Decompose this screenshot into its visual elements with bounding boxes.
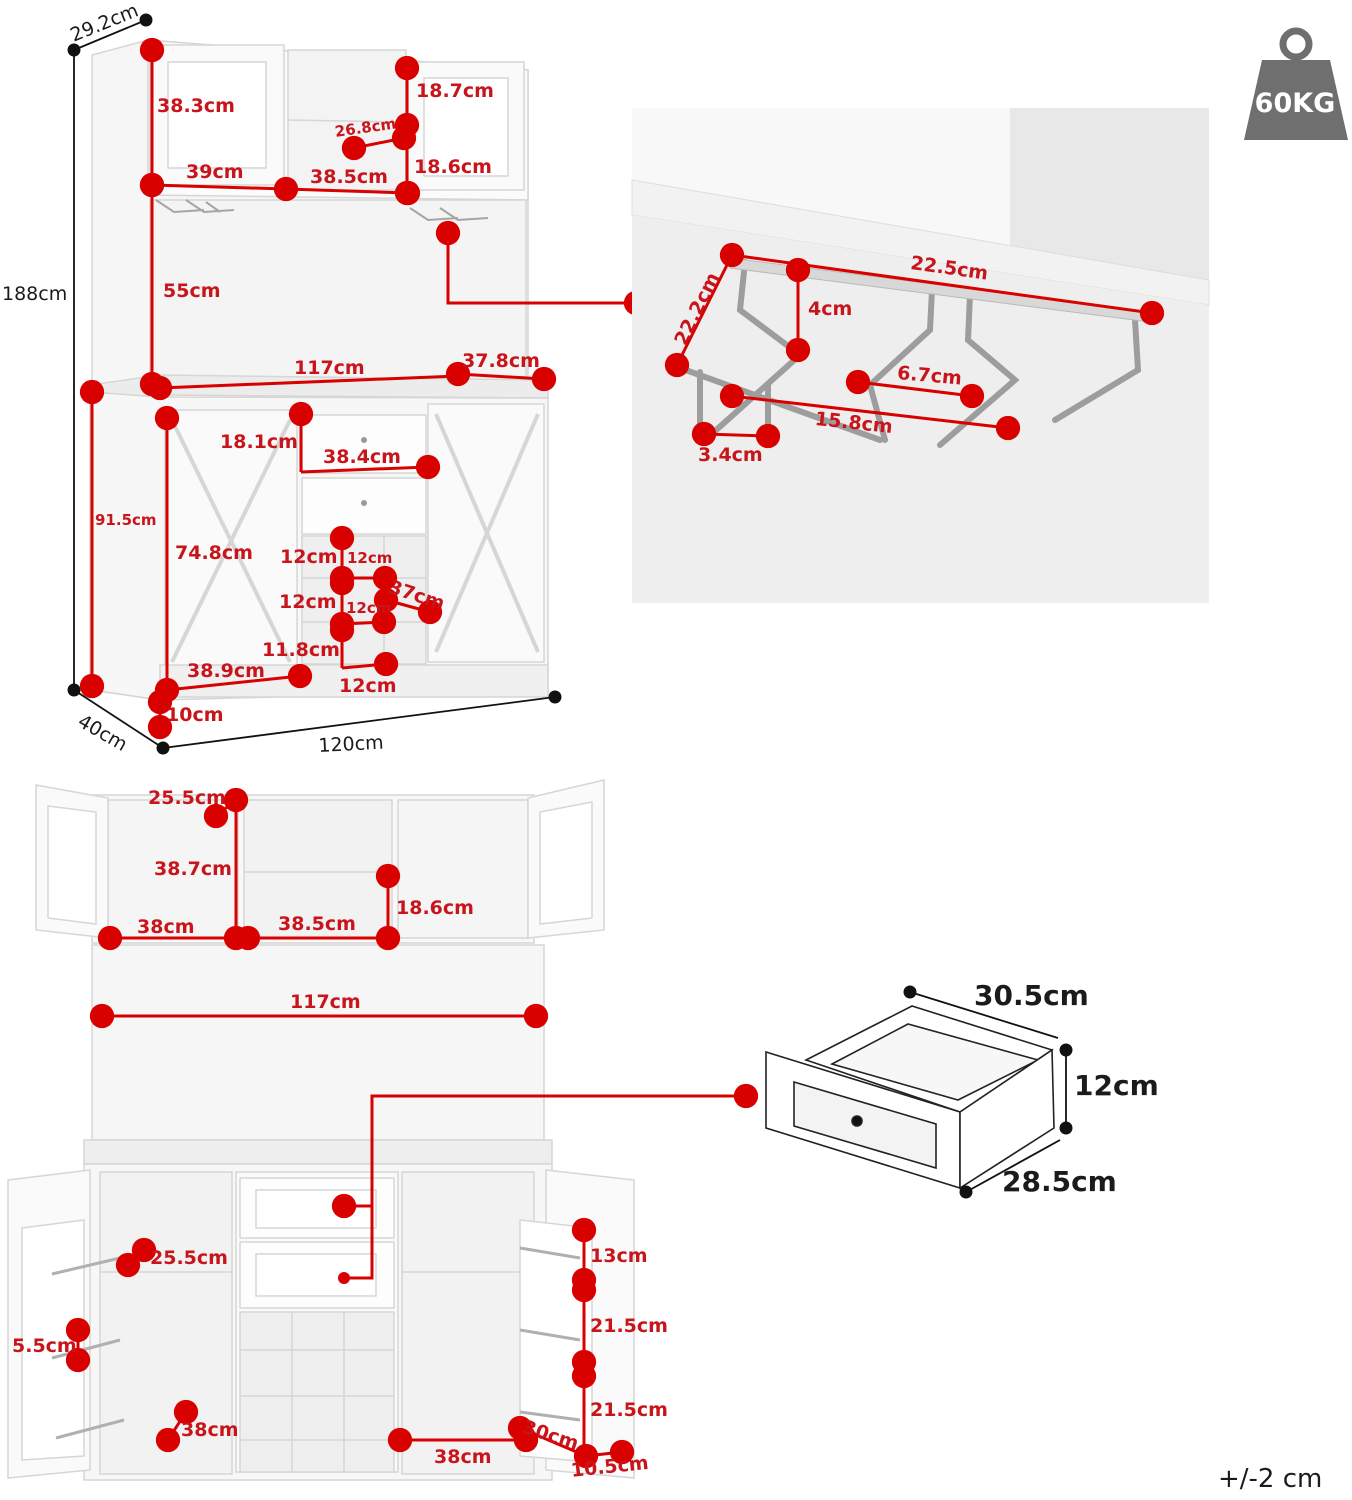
door-rack-height-2: 21.5cm xyxy=(590,1315,668,1337)
wine-cell-width-2: 12cm xyxy=(346,599,392,617)
drawer-depth: 28.5cm xyxy=(1002,1165,1117,1198)
height-label: 188cm xyxy=(2,283,68,305)
door-rack-height-1: 13cm xyxy=(590,1245,648,1267)
hutch-upper-cubby: 18.7cm xyxy=(416,80,494,102)
door-rack-height-3: 21.5cm xyxy=(590,1399,668,1421)
hutch-lower-cubby: 18.6cm xyxy=(414,156,492,178)
wine-cell-height-2: 12cm xyxy=(279,591,337,613)
hutch-open-height: 55cm xyxy=(163,280,221,302)
weight-badge-label: 60KG xyxy=(1254,88,1336,119)
red-dimension-lines-interior xyxy=(65,787,759,1469)
leg-height: 10cm xyxy=(166,704,224,726)
drawer-height: 12cm xyxy=(1074,1069,1159,1102)
interior-cabinet-height: 38.7cm xyxy=(154,858,232,880)
drawer-detail-drawing xyxy=(765,1005,1055,1190)
hutch-door-height: 38.3cm xyxy=(157,95,235,117)
rack-slot-width: 3.4cm xyxy=(698,444,763,466)
interior-cubby-height: 18.6cm xyxy=(396,897,474,919)
wine-cell-height-3: 11.8cm xyxy=(262,639,340,661)
base-drawer-height: 18.1cm xyxy=(220,431,298,453)
interior-counter-width: 117cm xyxy=(290,991,361,1013)
red-dimension-lines-top xyxy=(79,37,649,740)
base-cab-depth: 38cm xyxy=(181,1419,239,1441)
glass-rack-photo xyxy=(631,108,1210,603)
rack-drop: 4cm xyxy=(808,298,853,320)
tolerance-note: +/-2 cm xyxy=(1218,1464,1323,1494)
wine-cell-width-bottom: 12cm xyxy=(339,675,397,697)
drawer-dimension-lines xyxy=(903,985,1073,1199)
hutch-counter-width: 117cm xyxy=(294,357,365,379)
hutch-center-width: 38.5cm xyxy=(310,166,388,188)
base-shelf-depth: 25.5cm xyxy=(150,1247,228,1269)
base-door-width: 38.9cm xyxy=(187,660,265,682)
hutch-door-width: 39cm xyxy=(186,161,244,183)
red-dimension-lines-rack xyxy=(664,242,1165,449)
interior-center-width: 38.5cm xyxy=(278,913,356,935)
weight-icon xyxy=(1244,27,1348,140)
interior-cabinet-width: 38cm xyxy=(137,916,195,938)
width-label: 120cm xyxy=(317,731,385,757)
wine-cell-height-1: 12cm xyxy=(280,546,338,568)
cabinet-open-view xyxy=(7,779,635,1481)
base-drawer-width: 38.4cm xyxy=(323,446,401,468)
drawer-length: 30.5cm xyxy=(974,979,1089,1012)
base-height: 91.5cm xyxy=(95,511,157,529)
rack-slot-gap: 6.7cm xyxy=(896,362,963,390)
hutch-counter-depth: 37.8cm xyxy=(462,350,540,372)
wine-cell-width-1: 12cm xyxy=(347,549,393,567)
door-rack-gap: 5.5cm xyxy=(12,1335,77,1357)
interior-shelf-depth: 25.5cm xyxy=(148,787,226,809)
base-cab-width: 38cm xyxy=(434,1446,492,1468)
base-door-height: 74.8cm xyxy=(175,542,253,564)
